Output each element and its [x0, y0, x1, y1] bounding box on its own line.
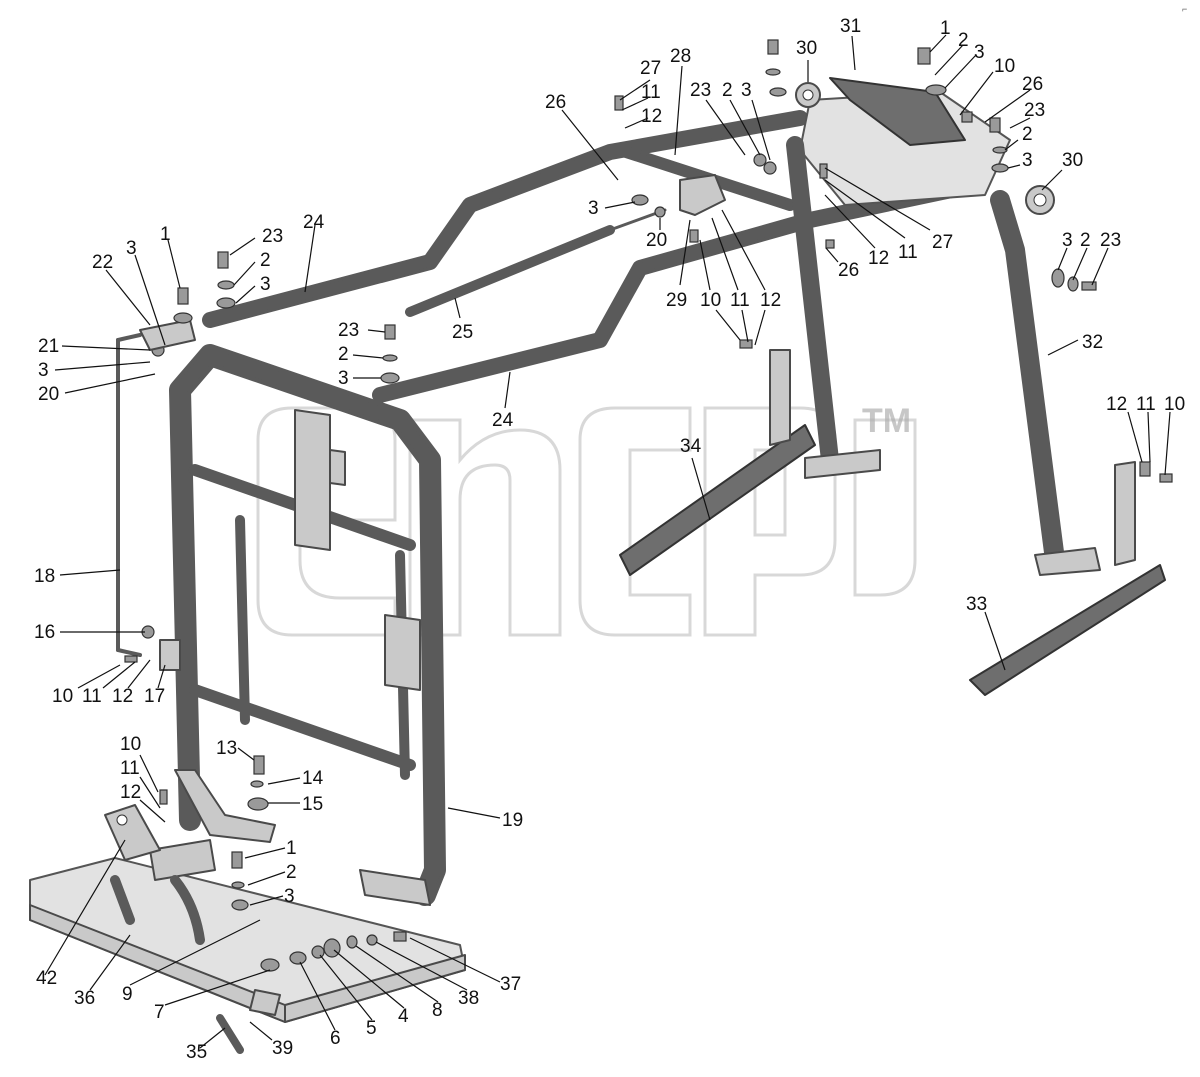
callout-3: 3 — [1022, 150, 1033, 171]
callout-26: 26 — [545, 92, 566, 113]
callout-11: 11 — [898, 242, 918, 263]
callout-20: 20 — [646, 230, 667, 251]
callout-22: 22 — [92, 252, 113, 273]
callout-3: 3 — [974, 42, 985, 63]
callout-2: 2 — [1080, 230, 1091, 251]
callout-26: 26 — [838, 260, 859, 281]
callout-2: 2 — [286, 862, 297, 883]
roof-frame — [202, 77, 1055, 403]
callout-2: 2 — [1022, 124, 1033, 145]
callout-23: 23 — [262, 226, 283, 247]
callout-38: 38 — [458, 988, 479, 1009]
callout-12: 12 — [868, 248, 889, 269]
callout-27: 27 — [932, 232, 953, 253]
callout-30: 30 — [796, 38, 817, 59]
callout-2: 2 — [958, 30, 969, 51]
callout-10: 10 — [120, 734, 141, 755]
callout-11: 11 — [730, 290, 750, 311]
callout-3: 3 — [38, 360, 49, 381]
callout-3: 3 — [1062, 230, 1073, 251]
front-frame — [169, 344, 446, 906]
callout-24: 24 — [492, 410, 514, 431]
callout-28: 28 — [670, 46, 691, 67]
corner-mark: ⌐ — [1182, 4, 1187, 14]
callout-11: 11 — [120, 758, 140, 779]
callout-2: 2 — [338, 344, 349, 365]
rear-support-posts — [786, 136, 1101, 576]
callout-23: 23 — [1024, 100, 1045, 121]
callout-3: 3 — [338, 368, 349, 389]
callout-1: 1 — [940, 18, 951, 39]
callout-32: 32 — [1082, 332, 1103, 353]
callout-1: 1 — [286, 838, 297, 859]
callout-12: 12 — [641, 106, 662, 127]
callout-34: 34 — [680, 436, 702, 457]
callout-24: 24 — [303, 212, 325, 233]
callout-8: 8 — [432, 1000, 443, 1021]
callout-1: 1 — [160, 224, 171, 245]
callout-12: 12 — [760, 290, 781, 311]
callout-30: 30 — [1062, 150, 1083, 171]
callout-23: 23 — [690, 80, 711, 101]
callout-18: 18 — [34, 566, 55, 587]
watermark-trademark: TM — [862, 402, 911, 440]
callout-37: 37 — [500, 974, 521, 995]
callout-3: 3 — [741, 80, 752, 101]
callout-27: 27 — [640, 58, 661, 79]
callout-23: 23 — [1100, 230, 1121, 251]
callout-10: 10 — [994, 56, 1015, 77]
callout-11: 11 — [1136, 394, 1156, 415]
callout-21: 21 — [38, 336, 59, 357]
callout-26: 26 — [1022, 74, 1043, 95]
callout-11: 11 — [641, 82, 661, 103]
callout-29: 29 — [666, 290, 687, 311]
callout-36: 36 — [74, 988, 95, 1009]
callout-4: 4 — [398, 1006, 409, 1027]
watermark-logo: TM — [256, 402, 917, 637]
callout-3: 3 — [260, 274, 271, 295]
callout-13: 13 — [216, 738, 237, 759]
callout-42: 42 — [36, 968, 57, 989]
callout-12: 12 — [120, 782, 141, 803]
callout-17: 17 — [144, 686, 165, 707]
callout-10: 10 — [1164, 394, 1185, 415]
callout-10: 10 — [700, 290, 721, 311]
side-plates — [619, 349, 1166, 696]
callout-5: 5 — [366, 1018, 377, 1039]
callout-3: 3 — [588, 198, 599, 219]
callout-2: 2 — [260, 250, 271, 271]
callout-12: 12 — [112, 686, 133, 707]
leader-lines — [44, 34, 1171, 1049]
callout-15: 15 — [302, 794, 323, 815]
callout-31: 31 — [840, 16, 861, 37]
base-frame — [29, 804, 466, 1054]
callout-20: 20 — [38, 384, 59, 405]
callout-labels: 1 2 3 10 26 23 2 3 31 30 30 28 27 11 12 … — [34, 16, 1185, 1063]
callout-11: 11 — [82, 686, 102, 707]
callout-10: 10 — [52, 686, 73, 707]
callout-16: 16 — [34, 622, 55, 643]
callout-2: 2 — [722, 80, 733, 101]
callout-12: 12 — [1106, 394, 1127, 415]
callout-19: 19 — [502, 810, 523, 831]
callout-33: 33 — [966, 594, 987, 615]
callout-14: 14 — [302, 768, 324, 789]
callout-3: 3 — [284, 886, 295, 907]
fasteners — [124, 39, 1173, 972]
callout-9: 9 — [122, 984, 133, 1005]
callout-25: 25 — [452, 322, 473, 343]
callout-39: 39 — [272, 1038, 293, 1059]
callout-23: 23 — [338, 320, 359, 341]
callout-7: 7 — [154, 1002, 165, 1023]
callout-3: 3 — [126, 238, 137, 259]
tie-rod — [116, 319, 196, 671]
callout-35: 35 — [186, 1042, 207, 1063]
callout-6: 6 — [330, 1028, 341, 1049]
